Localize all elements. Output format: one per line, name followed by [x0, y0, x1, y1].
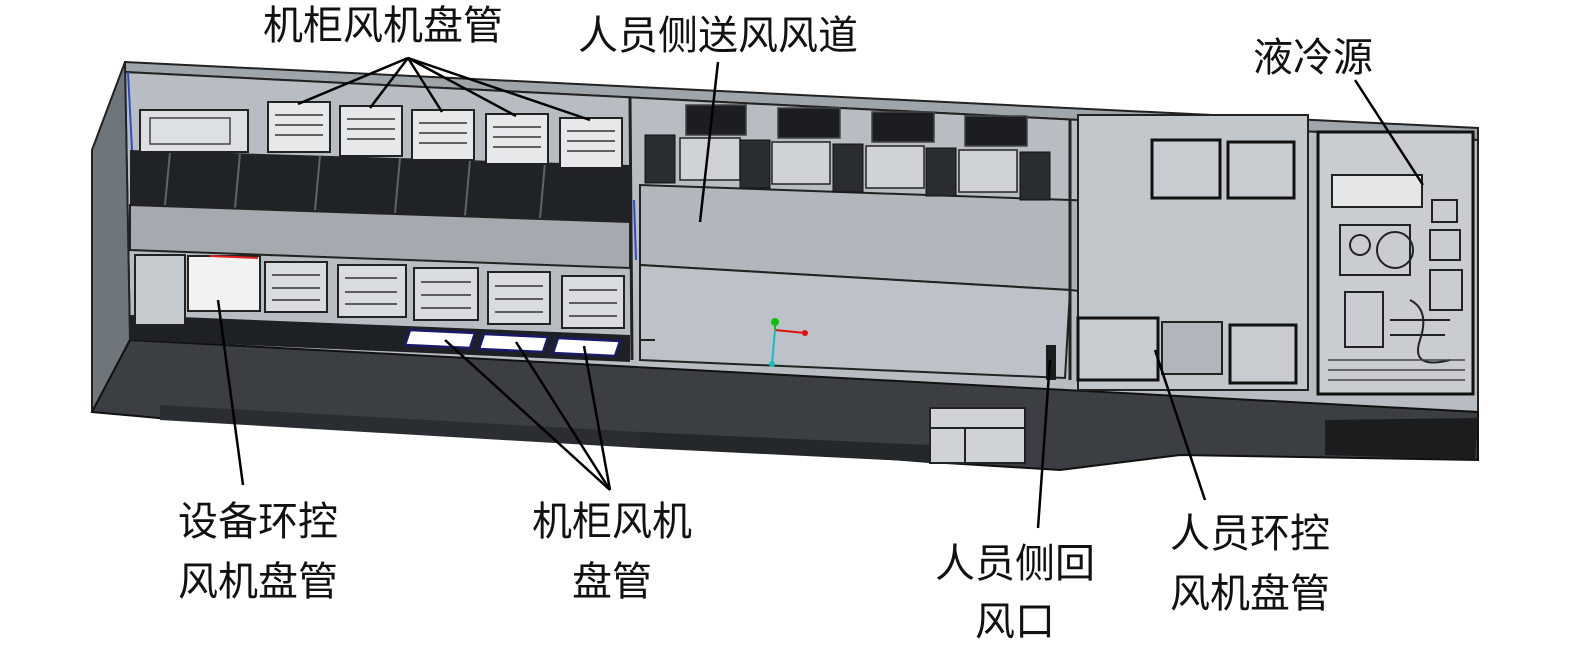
leader-top-cabinet-fan-coil — [297, 56, 591, 122]
label-personnel-env-line1: 人员环控 — [1170, 511, 1330, 557]
liquid-cooling-machinery — [1339, 199, 1463, 364]
label-equipment-env-line2: 风机盘管 — [178, 559, 338, 605]
lower-fan-coil-2 — [337, 264, 407, 318]
upper-personnel-rack-modules — [644, 134, 1051, 201]
lower-drip-trays — [403, 328, 622, 358]
label-bottom-cabinet-fan-coil-line1: 机柜风机 — [532, 499, 692, 545]
cabin-bottom-base — [160, 405, 640, 448]
label-liquid-cooling-source: 液冷源 — [1253, 35, 1373, 81]
lower-fan-coil-5 — [561, 275, 625, 329]
personnel-env-fan-coil — [1076, 316, 1160, 382]
equipment-env-fan-coil — [187, 255, 261, 312]
upper-shelf-divisions — [164, 151, 546, 220]
upper-rack-floor — [130, 150, 630, 222]
upper-fan-coil-details — [275, 114, 615, 152]
personnel-env-unit-top-2 — [1226, 140, 1296, 200]
leader-supply-duct — [698, 61, 720, 223]
rack-section-divider — [628, 97, 634, 361]
label-return-vent-line2: 风口 — [975, 599, 1055, 645]
personnel-env-fan-coil-side — [1161, 321, 1223, 375]
label-personnel-env-line2: 风机盘管 — [1170, 571, 1330, 617]
upper-fan-coil-4 — [485, 113, 549, 165]
label-bottom-cabinet-fan-coil-line2: 盘管 — [572, 559, 652, 605]
left-lower-box — [134, 254, 186, 326]
access-hatch — [929, 407, 1026, 464]
upper-fan-coil-units — [267, 101, 623, 169]
upper-fan-coil-1 — [267, 101, 331, 153]
leader-personnel-env — [1153, 349, 1207, 501]
lower-fan-coil-4 — [487, 271, 551, 325]
left-top-cabinet — [139, 109, 249, 153]
blue-edge-mid — [633, 199, 637, 261]
cabin-bottom-step — [640, 432, 930, 462]
blue-edge-left — [127, 71, 133, 151]
leader-equipment-env — [216, 299, 245, 486]
upper-fan-coil-3 — [411, 109, 475, 161]
upper-fan-coil-2 — [339, 105, 403, 157]
leader-return-vent — [1036, 359, 1052, 529]
leader-bottom-cabinet-fan-coil — [444, 339, 612, 491]
lower-fan-coil-units — [264, 261, 625, 329]
lower-fan-coil-3 — [413, 267, 479, 321]
personnel-supply-duct-lower — [639, 263, 1072, 380]
upper-personnel-racks — [685, 104, 1028, 147]
label-equipment-env-line1: 设备环控 — [178, 499, 338, 545]
label-top-cabinet-fan-coil: 机柜风机盘管 — [263, 3, 503, 49]
label-personnel-supply-duct: 人员侧送风风道 — [578, 13, 858, 59]
cabin-bottom-right-grille — [1325, 418, 1478, 460]
upper-personnel-rack-units — [679, 137, 1018, 193]
liquid-cooling-compartment — [1316, 130, 1475, 396]
upper-fan-coil-5 — [559, 117, 623, 169]
personnel-env-unit-top-1 — [1150, 138, 1222, 200]
liquid-cooling-grille — [1328, 359, 1465, 381]
leader-liquid-cooling — [1353, 79, 1425, 186]
personnel-env-unit-bottom — [1228, 323, 1298, 385]
cabin-body — [90, 60, 1479, 472]
lower-fan-coil-1 — [264, 261, 328, 313]
liquid-cooling-panel — [1331, 174, 1423, 208]
label-return-vent-line1: 人员侧回 — [935, 541, 1095, 587]
left-top-cabinet-inner — [149, 117, 231, 145]
coordinate-axes — [769, 318, 808, 367]
lower-fan-coil-details — [272, 274, 617, 317]
leader-lines — [216, 56, 1425, 529]
equipment-env-fan-coil-red-edge — [209, 255, 259, 259]
